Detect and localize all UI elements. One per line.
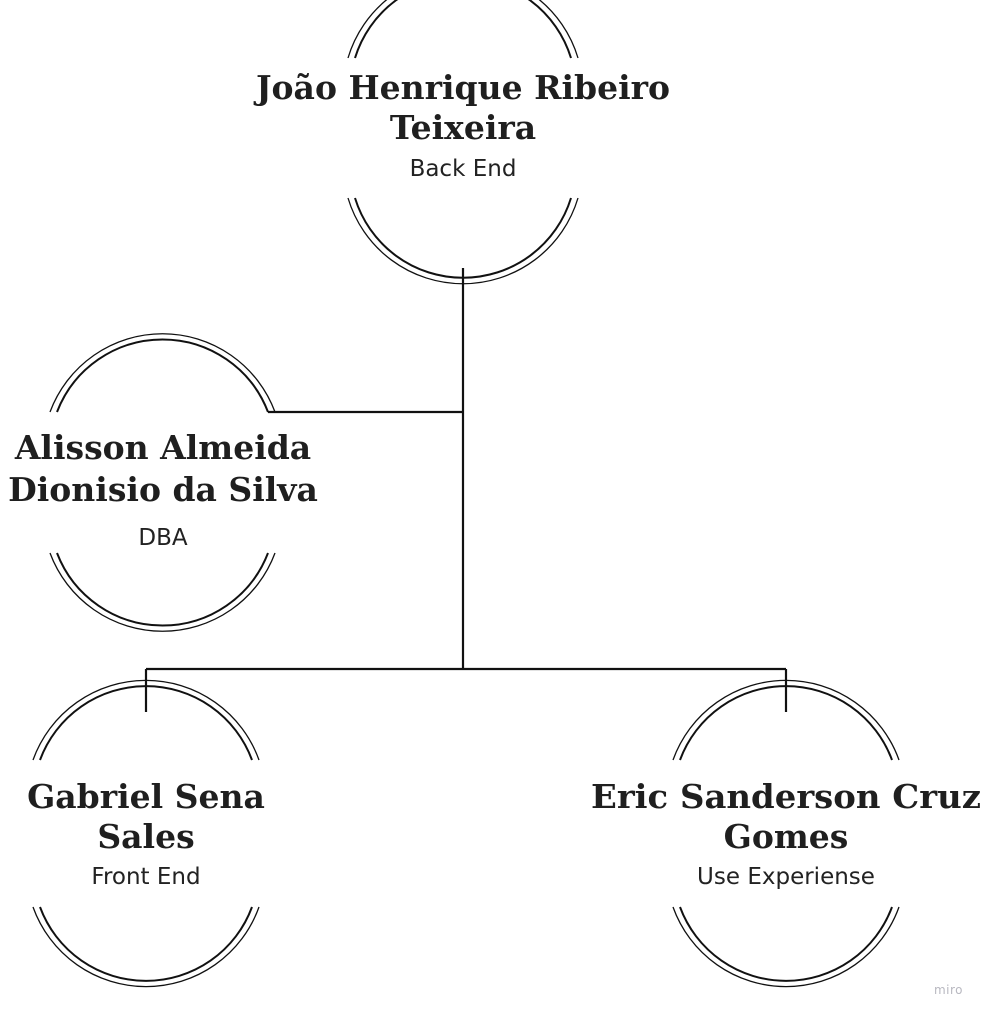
node-joao-name-line-2: Teixeira (390, 108, 536, 147)
node-joao-name-line-1: João Henrique Ribeiro (253, 68, 670, 107)
node-gabriel-name-line-1: Gabriel Sena (27, 777, 265, 816)
node-alisson-name-line-1: Alisson Almeida (14, 428, 311, 467)
node-alisson[interactable]: Alisson Almeida Dionisio da Silva DBA (8, 333, 318, 632)
node-alisson-ring (49, 333, 276, 632)
node-eric-name-line-1: Eric Sanderson Cruz (591, 777, 981, 816)
node-joao-role: Back End (410, 156, 517, 182)
node-gabriel-role: Front End (91, 864, 200, 890)
node-joao[interactable]: João Henrique Ribeiro Teixeira Back End (253, 0, 670, 285)
node-gabriel-name-line-2: Sales (97, 817, 194, 856)
node-eric-ring (672, 679, 900, 988)
node-gabriel[interactable]: Gabriel Sena Sales Front End (27, 679, 265, 988)
miro-watermark: miro (934, 983, 963, 997)
node-gabriel-ring (32, 679, 260, 988)
node-eric-name-line-2: Gomes (724, 817, 849, 856)
node-joao-ring (347, 0, 579, 285)
node-eric-role: Use Experiense (697, 864, 875, 890)
node-eric[interactable]: Eric Sanderson Cruz Gomes Use Experiense (591, 679, 981, 988)
node-alisson-name-line-2: Dionisio da Silva (8, 470, 318, 509)
connectors (144, 268, 788, 712)
node-alisson-role: DBA (138, 525, 187, 551)
